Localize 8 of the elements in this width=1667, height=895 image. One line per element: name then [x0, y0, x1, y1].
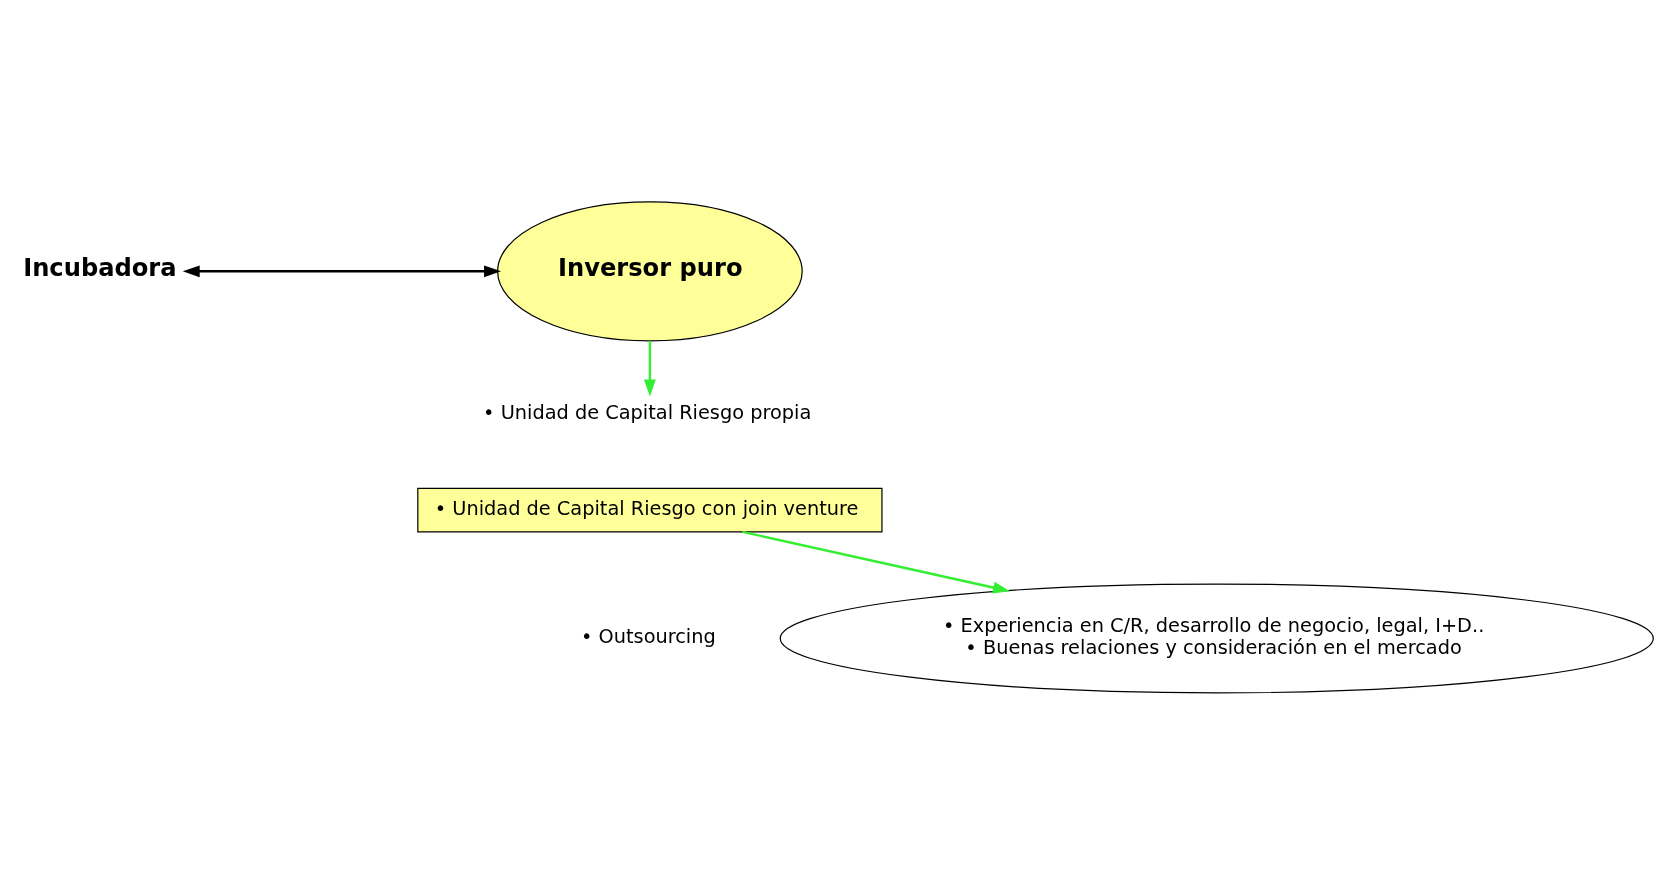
node-ellipse: Inversor puro [497, 201, 803, 342]
arrow [643, 340, 656, 397]
node-text: • Unidad de Capital Riesgo propia [483, 401, 812, 425]
arrow [742, 530, 1010, 594]
node-box: • Unidad de Capital Riesgo con join venture [417, 487, 883, 533]
node-text: • Outsourcing [580, 625, 716, 649]
node-text: Incubadora [23, 254, 177, 283]
arrow [182, 265, 501, 278]
